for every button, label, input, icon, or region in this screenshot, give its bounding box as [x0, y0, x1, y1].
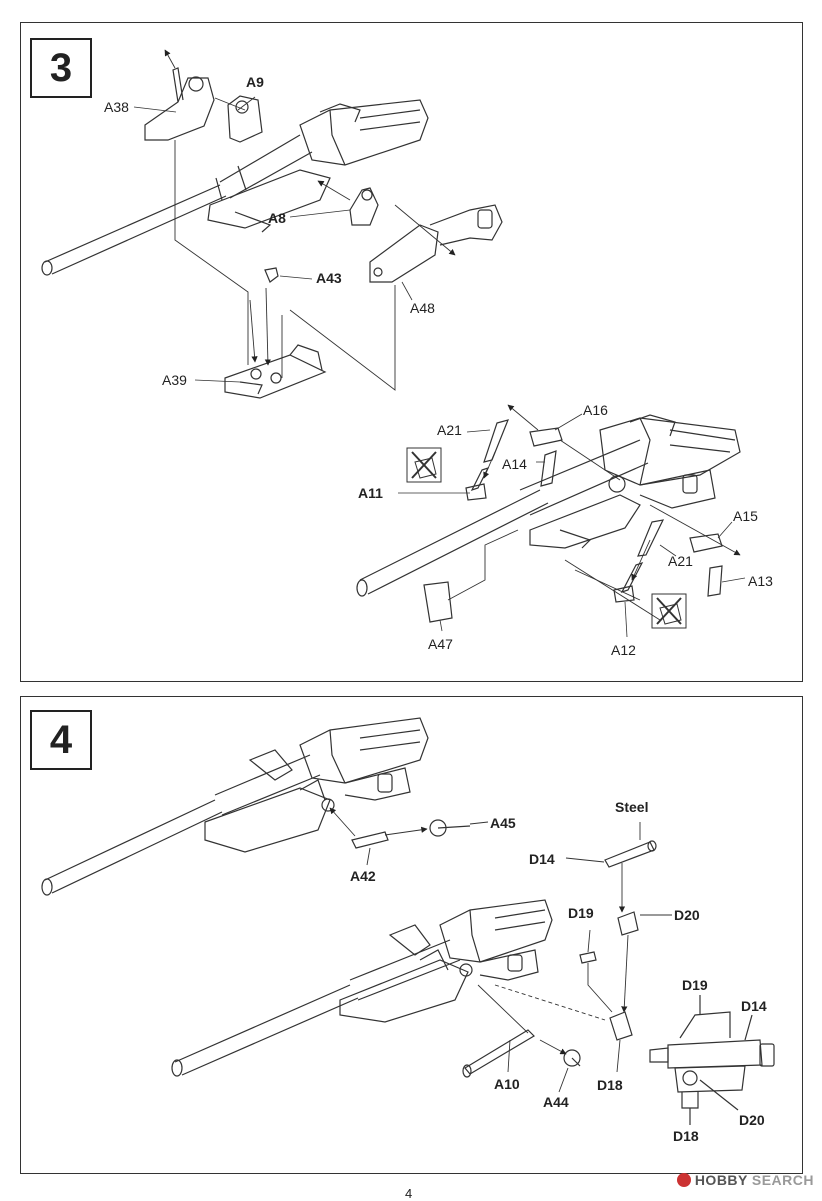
- step-4-panel: [20, 696, 803, 1174]
- label-a16: A16: [583, 402, 608, 418]
- label-a47: A47: [428, 636, 453, 652]
- label-a8: A8: [268, 210, 286, 226]
- label-a39: A39: [162, 372, 187, 388]
- label-steel: Steel: [615, 799, 649, 815]
- label-a12: A12: [611, 642, 636, 658]
- label-a43: A43: [316, 270, 342, 286]
- watermark: HOBBY SEARCH: [676, 1172, 814, 1188]
- label-a13: A13: [748, 573, 773, 589]
- page-number: 4: [405, 1186, 413, 1201]
- label-d18: D18: [597, 1077, 623, 1093]
- label-a42: A42: [350, 868, 376, 884]
- step4-lower-gun: [171, 899, 581, 1078]
- step-4-number: 4: [30, 710, 92, 770]
- label-d14: D14: [529, 851, 555, 867]
- no-glue-icon: [651, 593, 687, 629]
- label-a9: A9: [246, 74, 264, 90]
- label-d19: D19: [568, 905, 594, 921]
- label-detail-d20: D20: [739, 1112, 765, 1128]
- watermark-suffix: SEARCH: [751, 1172, 814, 1188]
- no-glue-icon: [406, 447, 442, 483]
- label-a44: A44: [543, 1094, 569, 1110]
- label-a10: A10: [494, 1076, 520, 1092]
- sight-detail: [649, 995, 775, 1125]
- step4-upper-gun: [41, 717, 471, 896]
- sight-parts: [579, 840, 657, 1041]
- label-detail-d19: D19: [682, 977, 708, 993]
- label-a48: A48: [410, 300, 435, 316]
- step3-upper-gun: [41, 67, 503, 399]
- label-a21-top: A21: [437, 422, 462, 438]
- label-a14: A14: [502, 456, 527, 472]
- label-a21-bottom: A21: [668, 553, 693, 569]
- hobbysearch-logo-icon: [676, 1173, 691, 1187]
- label-d20: D20: [674, 907, 700, 923]
- label-a38: A38: [104, 99, 129, 115]
- label-detail-d14: D14: [741, 998, 767, 1014]
- label-a11: A11: [358, 485, 383, 501]
- watermark-brand: HOBBY: [694, 1172, 748, 1188]
- step-3-number: 3: [30, 38, 92, 98]
- label-a15: A15: [733, 508, 758, 524]
- step3-lower-gun: [356, 414, 741, 623]
- label-detail-d18: D18: [673, 1128, 699, 1144]
- label-a45: A45: [490, 815, 516, 831]
